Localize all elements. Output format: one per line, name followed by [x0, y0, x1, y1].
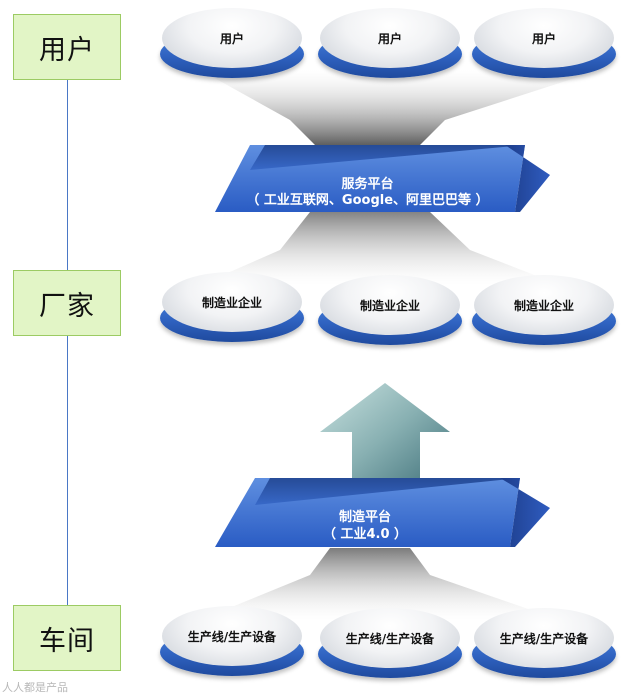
service-platform-shape [215, 145, 550, 212]
enterprise-node: 制造业企业 [472, 275, 616, 345]
user-node: 用户 [318, 8, 462, 78]
enterprise-node: 制造业企业 [160, 272, 304, 342]
device-node: 生产线/生产设备 [472, 608, 616, 678]
mfg-platform-subtitle: （ 工业4.0 ） [322, 527, 408, 542]
mfg-platform-title: 制造平台 [338, 510, 391, 525]
user-node-label: 用户 [320, 8, 460, 68]
level-connector-line [67, 80, 68, 610]
funnel-users-to-service [200, 70, 600, 145]
device-node-label: 生产线/生产设备 [320, 608, 460, 668]
level-factory: 厂家 [13, 270, 121, 336]
mfg-platform-shape [215, 478, 550, 547]
enterprise-node: 制造业企业 [318, 275, 462, 345]
user-node-label: 用户 [162, 8, 302, 68]
device-node-label: 生产线/生产设备 [474, 608, 614, 668]
level-users: 用户 [13, 14, 121, 80]
user-node: 用户 [160, 8, 304, 78]
funnel-service-to-enterprise [200, 212, 560, 285]
enterprise-node-label: 制造业企业 [162, 272, 302, 332]
funnel-devices-to-mfg [200, 548, 560, 620]
enterprise-node-label: 制造业企业 [320, 275, 460, 335]
user-node: 用户 [472, 8, 616, 78]
service-platform-subtitle: （ 工业互联网、Google、阿里巴巴等 ） [246, 193, 489, 208]
up-arrow [320, 383, 450, 490]
enterprise-node-label: 制造业企业 [474, 275, 614, 335]
device-node-label: 生产线/生产设备 [162, 606, 302, 666]
watermark: 人人都是产品 [2, 681, 68, 694]
device-node: 生产线/生产设备 [160, 606, 304, 676]
user-node-label: 用户 [474, 8, 614, 68]
service-platform-title: 服务平台 [341, 177, 394, 192]
device-node: 生产线/生产设备 [318, 608, 462, 678]
level-workshop: 车间 [13, 605, 121, 671]
